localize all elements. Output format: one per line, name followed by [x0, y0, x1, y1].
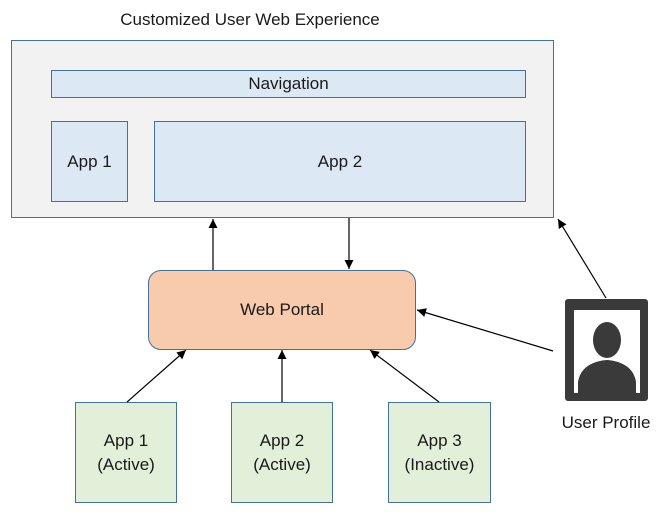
web-portal-box: Web Portal — [148, 270, 416, 350]
container-app2-box: App 2 — [154, 121, 526, 202]
source-app1-status: (Active) — [97, 454, 155, 474]
arrow-app3-to-portal — [369, 349, 440, 403]
arrow-profile-to-container — [557, 218, 607, 299]
user-profile-icon — [565, 299, 648, 401]
container-app1-box: App 1 — [51, 121, 128, 202]
source-app1-name: App 1 — [103, 430, 149, 450]
source-app1-box: App 1 (Active) — [75, 402, 177, 503]
source-app3-status: (Inactive) — [404, 454, 475, 474]
source-app3-name: App 3 — [417, 430, 462, 450]
arrow-app1-to-portal — [126, 349, 187, 403]
source-app2-name: App 2 — [259, 430, 305, 450]
diagram-title: Customized User Web Experience — [120, 10, 380, 29]
arrow-profile-to-portal — [416, 308, 554, 352]
source-app2-status: (Active) — [253, 454, 311, 474]
source-app2-box: App 2 (Active) — [231, 402, 333, 503]
navigation-box: Navigation — [51, 70, 526, 98]
source-app3-box: App 3 (Inactive) — [388, 402, 491, 503]
user-profile-label: User Profile — [561, 413, 651, 432]
